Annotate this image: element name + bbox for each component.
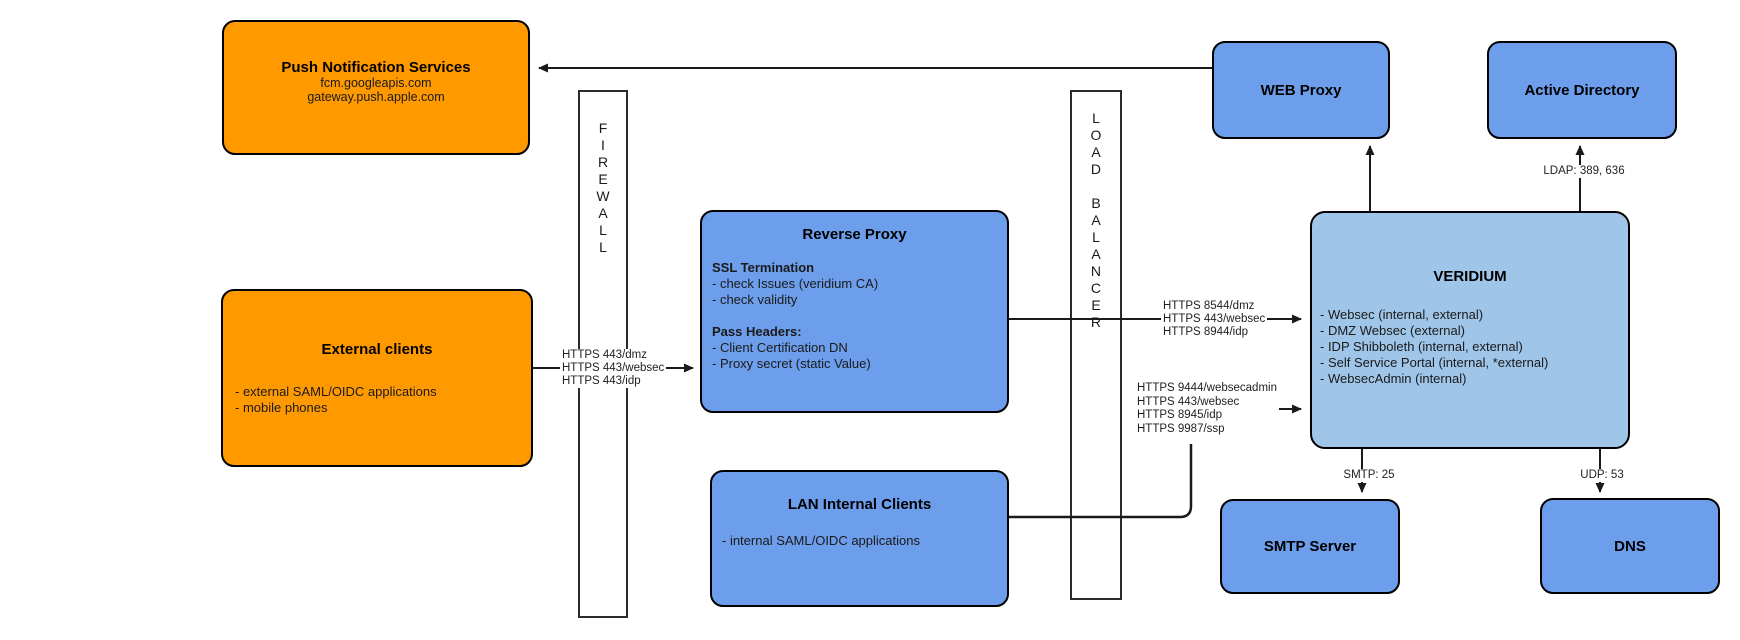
node-reverse-proxy: Reverse Proxy SSL Termination - check Is… (700, 210, 1009, 413)
edge-label-lan-to-veridium: HTTPS 9444/websecadmin HTTPS 443/websec … (1135, 382, 1279, 436)
node-text: - Self Service Portal (internal, *extern… (1320, 355, 1549, 370)
node-active-directory: Active Directory (1487, 41, 1677, 139)
node-text: - IDP Shibboleth (internal, external) (1320, 339, 1523, 354)
edge-label-line: HTTPS 9444/websecadmin (1137, 382, 1277, 396)
node-load-balancer: L O A D B A L A N C E R (1070, 90, 1122, 600)
node-text: - check validity (712, 292, 798, 307)
node-title: Reverse Proxy (802, 226, 907, 243)
node-title: SMTP Server (1263, 538, 1357, 555)
node-text: fcm.googleapis.com (320, 76, 432, 90)
node-text: - WebsecAdmin (internal) (1320, 371, 1467, 386)
edge-label-reverseproxy-to-veridium: HTTPS 8544/dmz HTTPS 443/websec HTTPS 89… (1161, 300, 1268, 339)
node-veridium: VERIDIUM - Websec (internal, external) -… (1310, 211, 1630, 449)
node-text: - check Issues (veridium CA) (712, 276, 879, 291)
node-text: - DMZ Websec (external) (1320, 323, 1465, 338)
node-text: SSL Termination (712, 260, 815, 275)
edge-label-line: HTTPS 9987/ssp (1137, 422, 1277, 436)
node-text: - external SAML/OIDC applications (235, 383, 437, 399)
node-title: Active Directory (1524, 81, 1640, 99)
node-title: VERIDIUM (1433, 268, 1507, 285)
node-title: Push Notification Services (281, 59, 471, 76)
node-text: gateway.push.apple.com (307, 90, 445, 104)
edge-label-line: HTTPS 443/websec (1163, 313, 1266, 326)
node-text: Pass Headers: (712, 324, 802, 339)
edge-label-line: HTTPS 443/websec (562, 362, 665, 375)
node-dns: DNS (1540, 498, 1720, 594)
firewall-label: F I R E W A L L (596, 120, 610, 255)
edge-label-line: HTTPS 8544/dmz (1163, 300, 1266, 313)
load-balancer-label: L O A D B A L A N C E R (1090, 110, 1102, 330)
node-push-notification-services: Push Notification Services fcm.googleapi… (222, 20, 530, 155)
node-text: - Client Certification DN (712, 340, 848, 355)
node-lan-internal-clients: LAN Internal Clients - internal SAML/OID… (710, 470, 1009, 607)
edge-label-external-to-reverseproxy: HTTPS 443/dmz HTTPS 443/websec HTTPS 443… (560, 349, 667, 388)
node-title: LAN Internal Clients (787, 496, 932, 513)
edge-label-line: HTTPS 443/idp (562, 375, 665, 388)
node-smtp-server: SMTP Server (1220, 499, 1400, 594)
edge-label-ldap-ports: LDAP: 389, 636 (1522, 165, 1646, 178)
node-text: - mobile phones (235, 399, 328, 415)
edge-label-udp-port: UDP: 53 (1560, 469, 1644, 482)
node-web-proxy: WEB Proxy (1212, 41, 1390, 139)
node-text: - Proxy secret (static Value) (712, 356, 871, 371)
node-title: DNS (1614, 537, 1646, 555)
node-title: External clients (321, 340, 433, 358)
edge-label-line: HTTPS 8945/idp (1137, 409, 1277, 423)
edge-label-line: HTTPS 443/websec (1137, 395, 1277, 409)
edge-label-line: HTTPS 443/dmz (562, 349, 665, 362)
node-text: - Websec (internal, external) (1320, 307, 1484, 322)
node-text: - internal SAML/OIDC applications (722, 533, 920, 548)
node-external-clients: External clients - external SAML/OIDC ap… (221, 289, 533, 467)
node-title: WEB Proxy (1260, 81, 1342, 99)
edge-label-line: HTTPS 8944/idp (1163, 326, 1266, 339)
edge-label-smtp-port: SMTP: 25 (1327, 469, 1411, 482)
